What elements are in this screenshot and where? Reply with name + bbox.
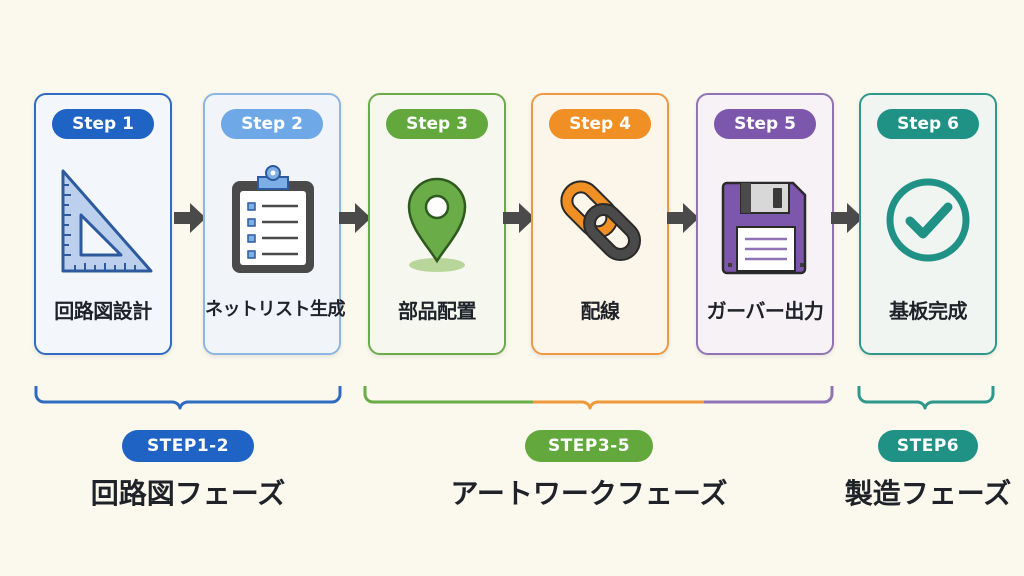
step-label: ガーバー出力 (706, 299, 824, 323)
step-card-1: Step 1 回路図設計 (34, 93, 172, 355)
phase-title-3: 製造フェーズ (844, 477, 1012, 510)
step-label: 基板完成 (889, 299, 968, 323)
step-label: ネットリスト生成 (205, 299, 346, 320)
set-square-icon (61, 169, 153, 273)
step-card-5: Step 5 ガーバー出力 (696, 93, 834, 355)
arrow-right-icon (667, 203, 699, 233)
step-card-6: Step 6 基板完成 (859, 93, 997, 355)
arrow-right-icon (503, 203, 535, 233)
step-label: 配線 (580, 299, 621, 323)
step-pill: Step 6 (877, 109, 979, 139)
phase-brace-1 (34, 386, 342, 410)
step-label: 部品配置 (398, 299, 477, 323)
floppy-disk-icon (721, 181, 807, 275)
arrow-right-icon (831, 203, 863, 233)
clipboard-checklist-icon (232, 165, 314, 273)
phase-title-1: 回路図フェーズ (90, 477, 286, 510)
step-pill: Step 3 (386, 109, 488, 139)
step-pill: Step 4 (549, 109, 651, 139)
location-pin-icon (407, 177, 467, 272)
step-card-2: Step 2 ネットリスト生成 (203, 93, 346, 355)
phase-brace-2 (363, 386, 834, 410)
phase-title-2: アートワークフェーズ (450, 477, 728, 510)
chain-link-icon (560, 180, 642, 262)
step-pill: Step 1 (52, 109, 154, 139)
checkmark-circle-icon (886, 178, 970, 262)
phase-brace-3 (857, 386, 995, 410)
step-pill: Step 5 (714, 109, 816, 139)
arrow-right-icon (339, 203, 371, 233)
phase-pill-3: STEP6 (878, 430, 978, 462)
phase-pill-1: STEP1-2 (122, 430, 254, 462)
phase-pill-2: STEP3-5 (525, 430, 653, 462)
step-label: 回路図設計 (54, 299, 152, 323)
arrow-right-icon (174, 203, 206, 233)
step-pill: Step 2 (221, 109, 323, 139)
step-card-3: Step 3 部品配置 (368, 93, 506, 355)
step-card-4: Step 4 配線 (531, 93, 669, 355)
